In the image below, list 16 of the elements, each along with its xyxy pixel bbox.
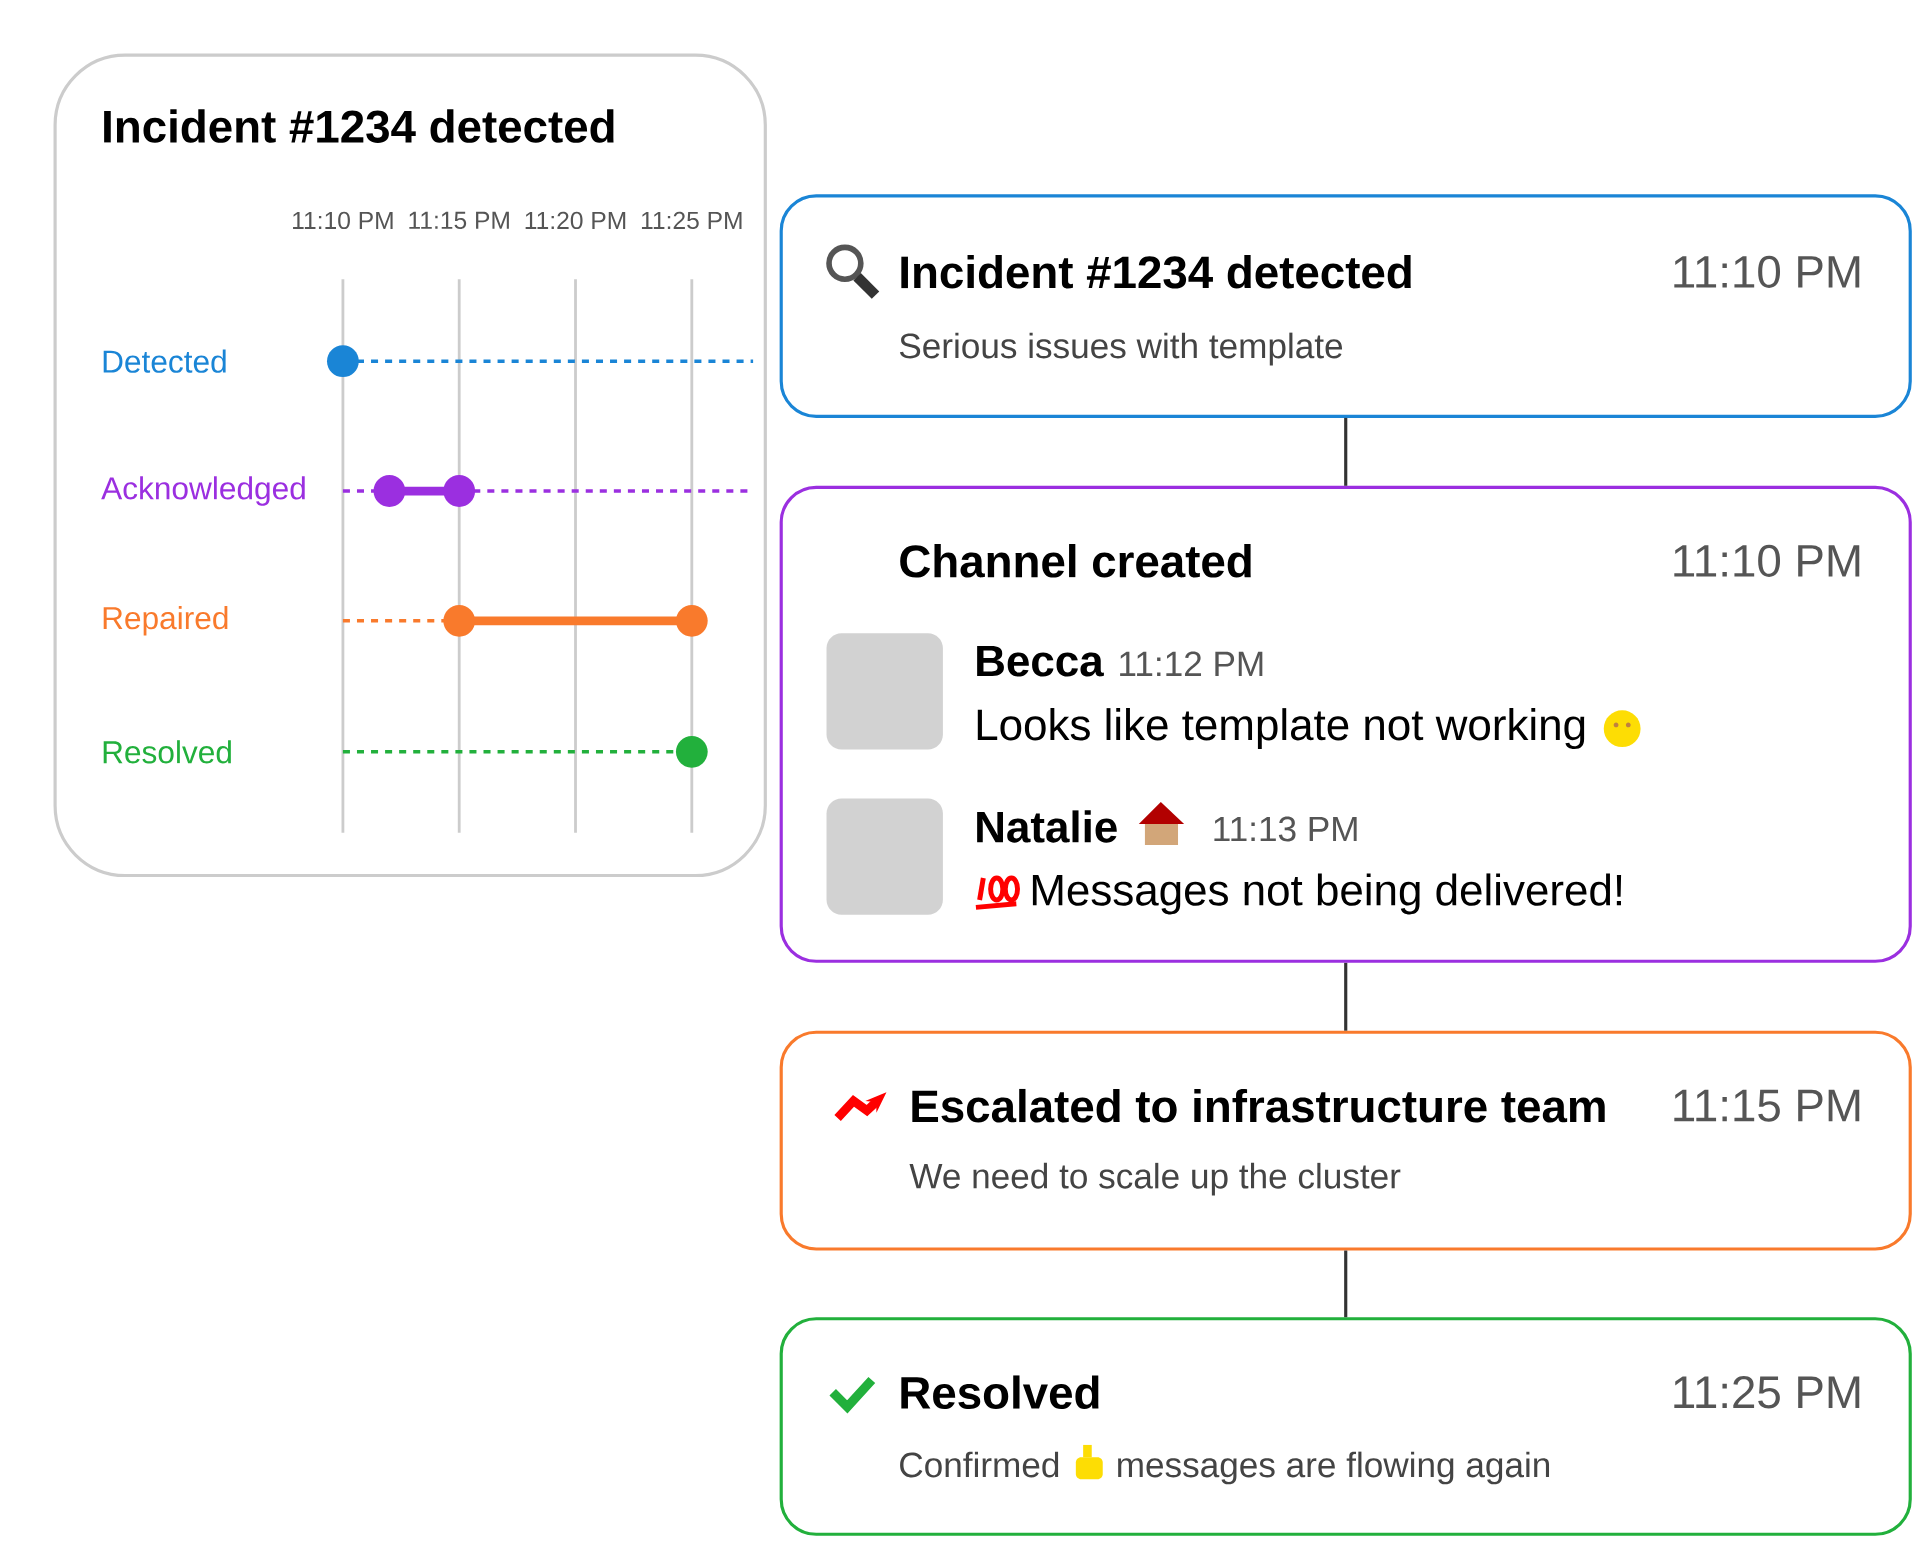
- row-label: Resolved: [103, 740, 231, 764]
- event-card: Escalated to infrastructure team 11:15 PM We need to scale up the cluster: [779, 1030, 1912, 1251]
- event-card: Incident #1234 detected 11:10 PM Serious issues with template: [779, 194, 1912, 418]
- connector-line: [1344, 417, 1348, 486]
- message: Becca 11:12 PM Looks like template not working: [977, 645, 1585, 750]
- message: Natalie 11:13 PM Messages not being delivered!: [977, 810, 1622, 915]
- connector-line: [1344, 1250, 1348, 1318]
- row-label: Detected: [103, 349, 226, 373]
- time-label: 11:10 PM: [293, 211, 393, 230]
- time-label: 11:15 PM: [409, 211, 509, 229]
- time-label: 11:20 PM: [525, 211, 626, 230]
- connector-line: [1344, 962, 1348, 1031]
- event-card: Resolved 11:25 PM Confirmed messages are flowing again: [779, 1317, 1912, 1536]
- row-label: Repaired: [103, 606, 228, 636]
- time-label: 11:25 PM: [641, 211, 742, 230]
- row-label: Acknowledged: [101, 476, 305, 506]
